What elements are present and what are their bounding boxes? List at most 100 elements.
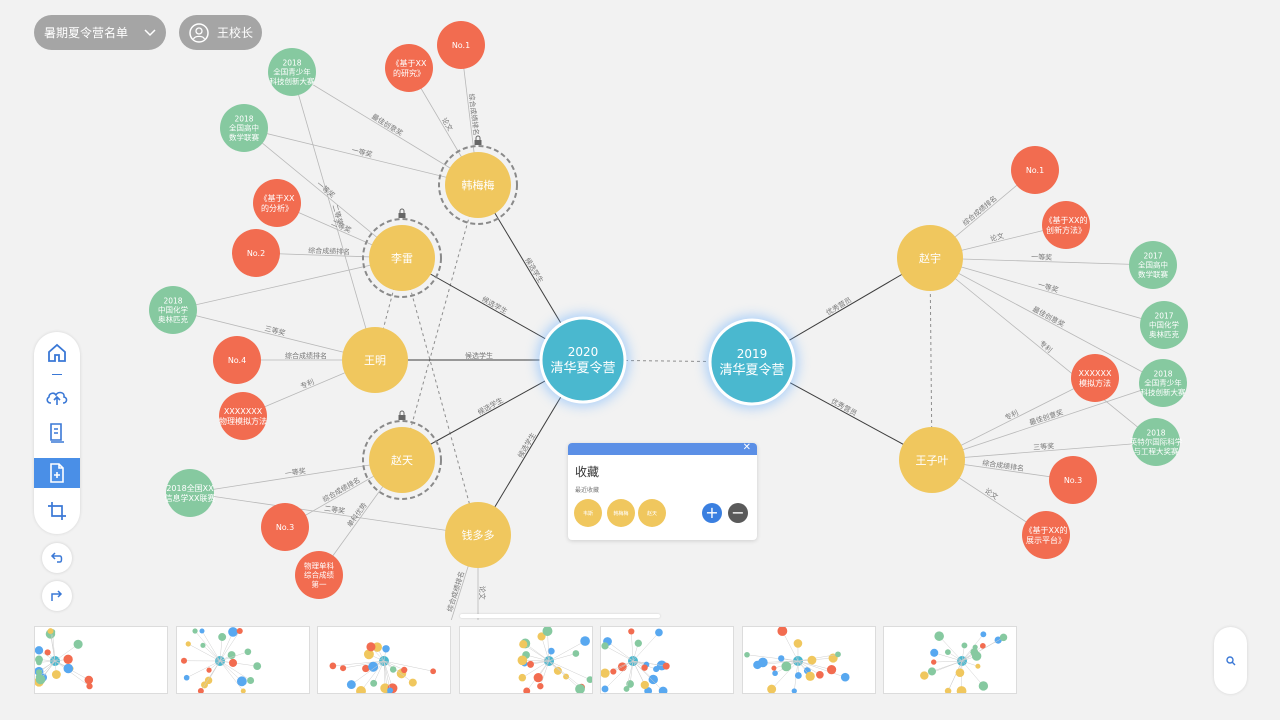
knowledge-graph[interactable]: 候选学生候选学生候选学生候选学生候选学生优秀营员优秀营员综合成绩排名论文最佳创意…: [0, 0, 1280, 620]
redo-button[interactable]: [42, 581, 72, 611]
relation-edge: [929, 257, 1164, 384]
thumbnail-preview: [920, 631, 1008, 693]
edge-label: 专利: [1003, 408, 1020, 422]
node-label: 2018: [1153, 369, 1172, 378]
graph-thumbnail[interactable]: [317, 626, 451, 694]
attribute-node[interactable]: No.1: [437, 21, 485, 69]
relation-edge: [291, 71, 479, 186]
add-favorite-button[interactable]: +: [702, 503, 722, 523]
node-label: 展示平台》: [1026, 535, 1066, 545]
node-label: 全国高中: [1138, 260, 1168, 270]
relation-edge-dashed: [401, 184, 479, 461]
remove-favorite-button[interactable]: −: [728, 503, 748, 523]
user-button[interactable]: 王校长: [179, 15, 262, 50]
node-label: 赵天: [391, 453, 413, 467]
relation-edge: [243, 127, 403, 259]
node-label: 的研究》: [393, 68, 425, 78]
upload-button[interactable]: [34, 382, 80, 412]
edge-label: 候选学生: [523, 256, 545, 285]
student-node[interactable]: 王子叶: [899, 427, 965, 493]
edge-label: 最佳创意奖: [1028, 407, 1064, 427]
relation-edge: [243, 127, 479, 186]
node-label: 全国青少年: [273, 67, 311, 77]
list-selector[interactable]: 暑期夏令营名单: [34, 15, 166, 50]
student-node[interactable]: 李雷: [369, 225, 435, 291]
favorite-item[interactable]: 韩梅梅: [607, 499, 635, 527]
attribute-node[interactable]: No.4: [213, 336, 261, 384]
node-label: 2018: [282, 58, 301, 67]
attribute-node[interactable]: No.1: [1011, 146, 1059, 194]
node-label: No.3: [1064, 476, 1082, 485]
graph-thumbnail[interactable]: [741, 626, 876, 694]
edge-label: 一等奖: [1031, 252, 1052, 262]
node-label: 李雷: [391, 251, 413, 265]
thumbnail-preview: [743, 627, 850, 693]
graph-thumbnail[interactable]: [34, 626, 168, 694]
favorite-item-label: 赵天: [646, 510, 657, 517]
home-button[interactable]: [34, 338, 80, 368]
student-node[interactable]: 钱多多: [445, 502, 511, 568]
edge-label: 候选学生: [516, 431, 538, 460]
document-button[interactable]: [34, 418, 80, 448]
crop-icon: [48, 502, 66, 520]
favorites-subtitle: 最近收藏: [575, 487, 600, 494]
relation-edge: [931, 382, 1164, 461]
thumbnail-preview: [35, 628, 94, 690]
graph-thumbnail[interactable]: [883, 626, 1017, 694]
add-file-button[interactable]: [34, 458, 80, 488]
relation-edge-dashed: [929, 257, 933, 461]
node-label: 科技创新大赛: [1141, 387, 1186, 397]
close-icon[interactable]: ✕: [742, 443, 751, 453]
thumbnail-preview: [329, 642, 437, 693]
node-label: 2018: [1146, 428, 1165, 437]
home-icon: [48, 343, 66, 362]
undo-button[interactable]: [42, 543, 72, 573]
relation-edge: [929, 257, 1154, 266]
student-node[interactable]: 韩梅梅: [445, 152, 511, 218]
student-node[interactable]: 赵天: [369, 427, 435, 493]
add-file-icon: [50, 463, 64, 483]
node-label: No.1: [452, 41, 470, 50]
crop-button[interactable]: [34, 496, 80, 526]
relation-edge: [189, 492, 479, 536]
thumbnail-preview: [517, 627, 592, 693]
student-node[interactable]: 王明: [342, 327, 408, 393]
favorite-item[interactable]: 韦斯: [574, 499, 602, 527]
node-label: 《基于XX: [392, 58, 427, 68]
node-label: XXXXXX: [1079, 369, 1112, 378]
selection-ring: [362, 218, 442, 298]
attribute-node[interactable]: No.2: [232, 229, 280, 277]
thumbnail-scrollbar[interactable]: [460, 614, 660, 618]
node-label: XXXXXXX: [224, 407, 263, 416]
search-button[interactable]: [1214, 627, 1247, 694]
node-label: 王明: [364, 354, 386, 367]
attribute-node[interactable]: No.3: [261, 503, 309, 551]
node-label: 物理单科: [304, 560, 334, 570]
redo-icon: [51, 590, 63, 601]
student-node[interactable]: 赵宇: [897, 225, 963, 291]
graph-thumbnail[interactable]: [175, 626, 310, 694]
attribute-node[interactable]: No.3: [1049, 456, 1097, 504]
graph-thumbnail[interactable]: [458, 626, 593, 694]
favorite-item[interactable]: 赵天: [638, 499, 666, 527]
edge-label: 优秀营员: [824, 295, 853, 317]
edge-label: 二等奖: [324, 504, 346, 516]
graph-thumbnail[interactable]: [600, 626, 734, 694]
